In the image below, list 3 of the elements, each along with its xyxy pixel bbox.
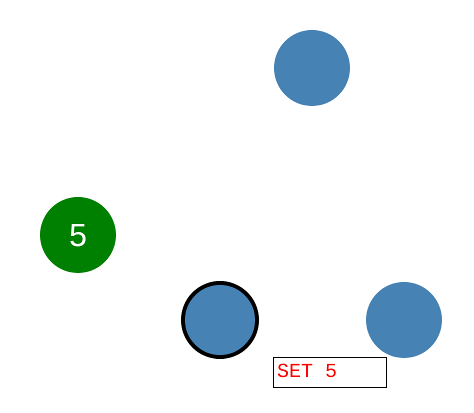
node-label: SET 5: [277, 361, 338, 384]
text-box: [273, 357, 387, 388]
node-number: 5: [69, 216, 87, 254]
